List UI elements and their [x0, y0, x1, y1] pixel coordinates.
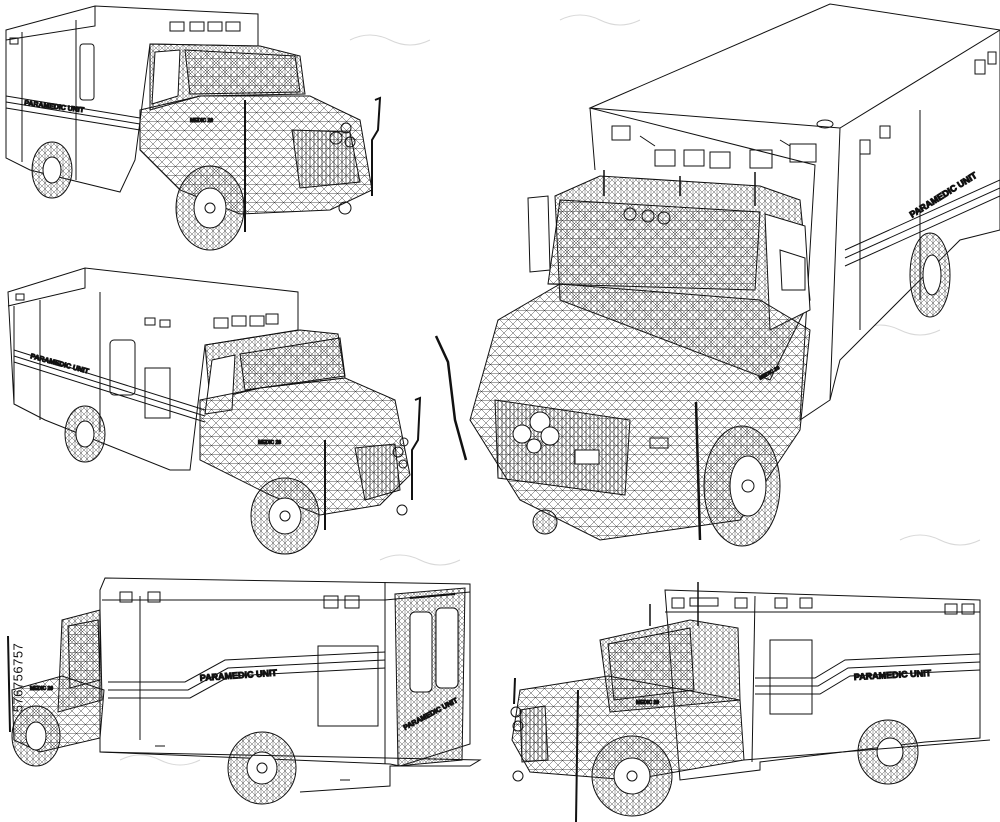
- ambulance-view-1: PARAMEDIC UNIT MEDIC 20: [5, 5, 382, 251]
- stock-id: 576756757: [10, 642, 26, 713]
- cab-label: MEDIC 20: [258, 440, 281, 446]
- cab-label: MEDIC 20: [190, 118, 213, 124]
- ambulance-view-2: PARAMEDIC UNIT MEDIC 20: [7, 267, 422, 555]
- cab-label: MEDIC 20: [636, 700, 659, 706]
- cab-label: MEDIC 20: [30, 686, 53, 692]
- ambulance-view-5: PARAMEDIC UNIT MEDIC 20: [510, 582, 991, 822]
- vehicle-label: PARAMEDIC UNIT: [854, 668, 932, 682]
- ambulance-view-3: PARAMEDIC UNIT MEDIC 20: [434, 3, 1000, 547]
- ambulance-view-4: PARAMEDIC UNIT PARAMEDIC UNIT MEDIC 20: [7, 577, 482, 805]
